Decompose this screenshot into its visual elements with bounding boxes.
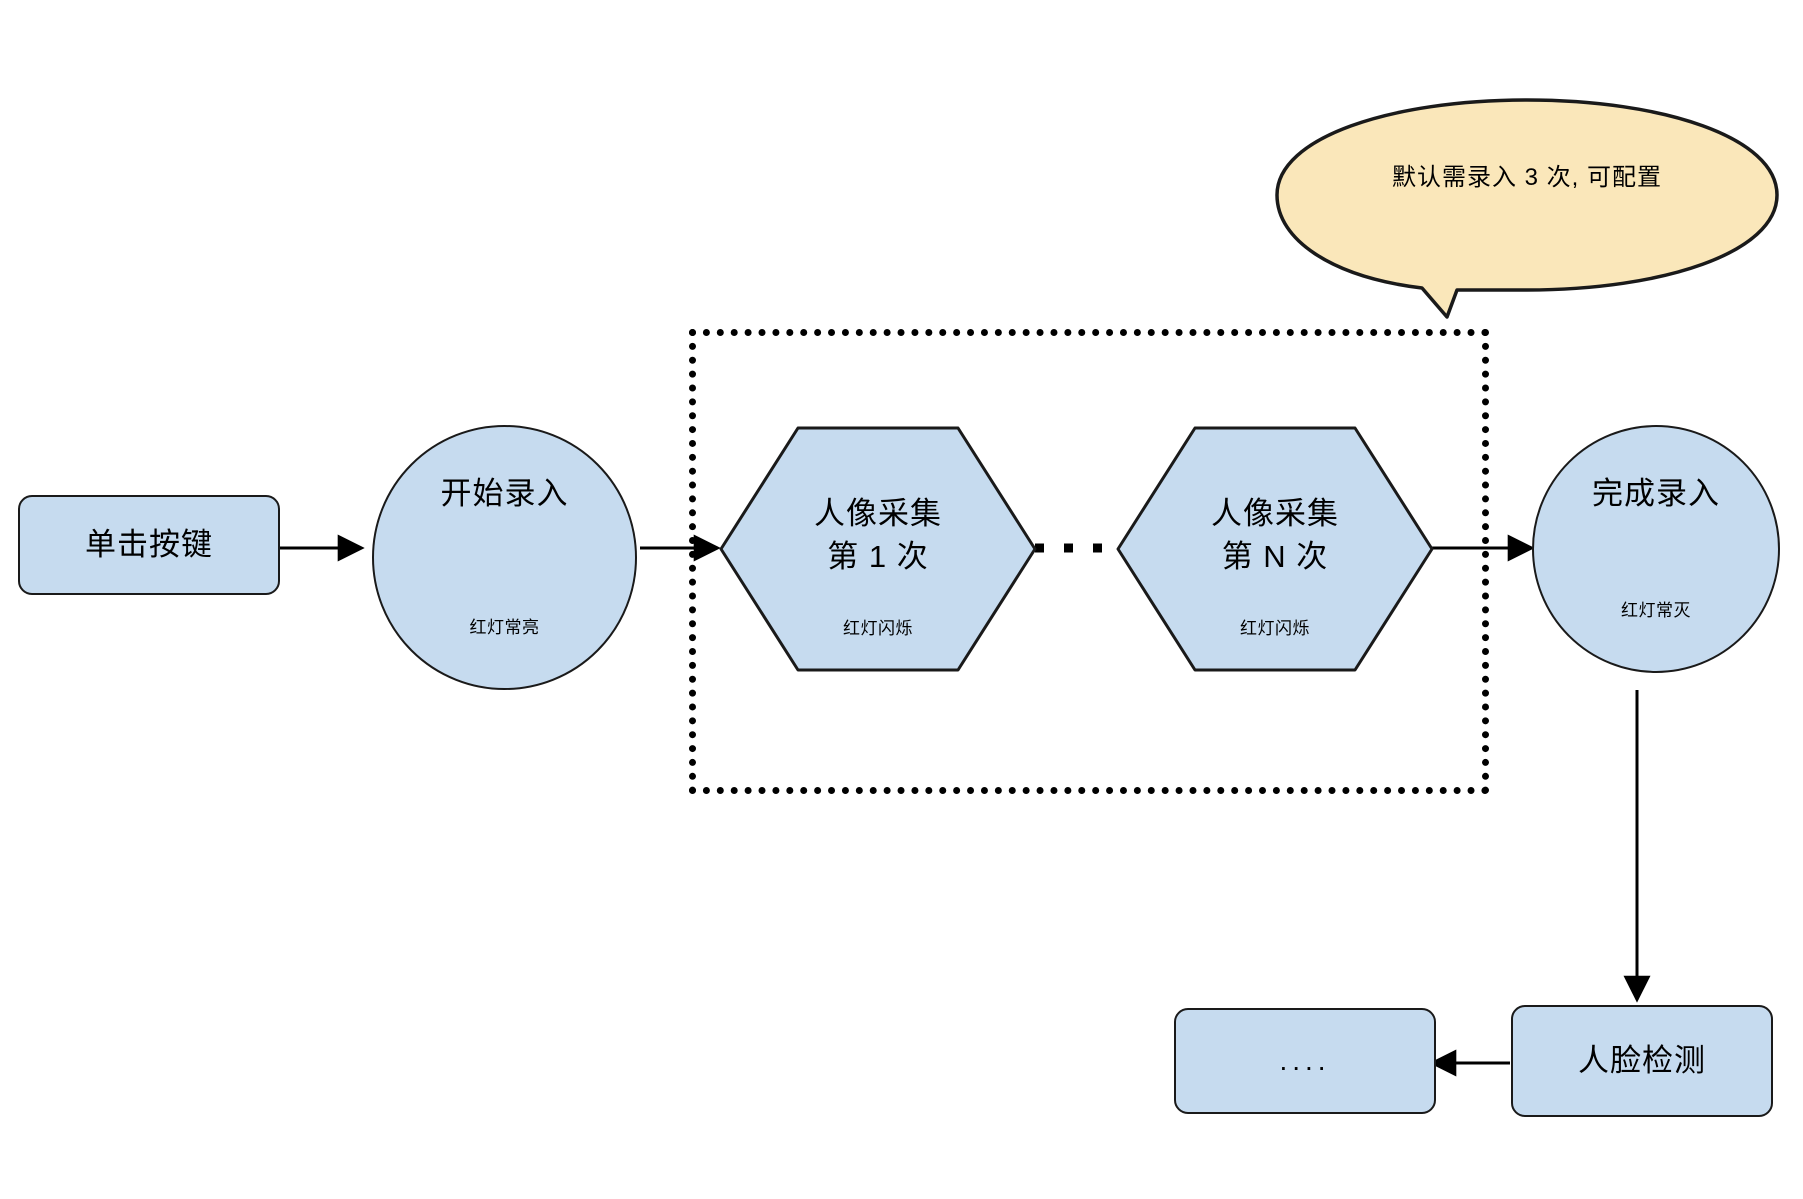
- node-click-button[interactable]: 单击按键: [18, 495, 280, 595]
- capture-loop-group: [689, 329, 1489, 794]
- node-capture-first-content: 人像采集 第 1 次: [718, 425, 1038, 673]
- node-start-enroll-label: 开始录入: [440, 476, 569, 511]
- node-finish-enroll-content: 完成录入 红灯常灭: [1534, 427, 1778, 671]
- node-start-enroll-content: 开始录入 红灯常亮: [374, 427, 635, 688]
- node-capture-first-label-bottom: 第 1 次: [827, 539, 929, 574]
- node-more-steps[interactable]: ....: [1174, 1008, 1436, 1114]
- node-face-detect-label: 人脸检测: [1578, 1042, 1706, 1078]
- node-capture-first-sub: 红灯闪烁: [843, 619, 913, 638]
- node-finish-enroll-label: 完成录入: [1592, 476, 1720, 511]
- node-capture-first-shape: [719, 426, 1037, 672]
- node-click-button-label: 单击按键: [85, 526, 213, 562]
- callout-bubble: 默认需录入 3 次, 可配置: [1272, 95, 1782, 320]
- callout-text: 默认需录入 3 次, 可配置: [1391, 164, 1663, 191]
- node-capture-nth-label-top: 人像采集: [1211, 496, 1339, 532]
- node-more-steps-label: ....: [1279, 1045, 1331, 1076]
- node-capture-nth-content: 人像采集 第 N 次: [1115, 425, 1435, 673]
- node-face-detect[interactable]: 人脸检测: [1511, 1005, 1773, 1117]
- node-finish-enroll[interactable]: 完成录入 红灯常灭: [1532, 425, 1780, 673]
- node-capture-nth-label-bottom: 第 N 次: [1221, 539, 1329, 574]
- node-start-enroll-sub: 红灯常亮: [469, 618, 540, 637]
- node-capture-nth-shape: [1116, 426, 1434, 672]
- node-capture-first[interactable]: 人像采集 第 1 次 红灯闪烁: [718, 425, 1038, 673]
- node-capture-nth[interactable]: 人像采集 第 N 次 红灯闪烁: [1115, 425, 1435, 673]
- node-capture-nth-sub: 红灯闪烁: [1240, 619, 1310, 638]
- node-start-enroll[interactable]: 开始录入 红灯常亮: [372, 425, 637, 690]
- node-finish-enroll-sub: 红灯常灭: [1621, 601, 1691, 620]
- node-capture-first-label-top: 人像采集: [814, 496, 942, 532]
- callout-shape: [1275, 98, 1779, 319]
